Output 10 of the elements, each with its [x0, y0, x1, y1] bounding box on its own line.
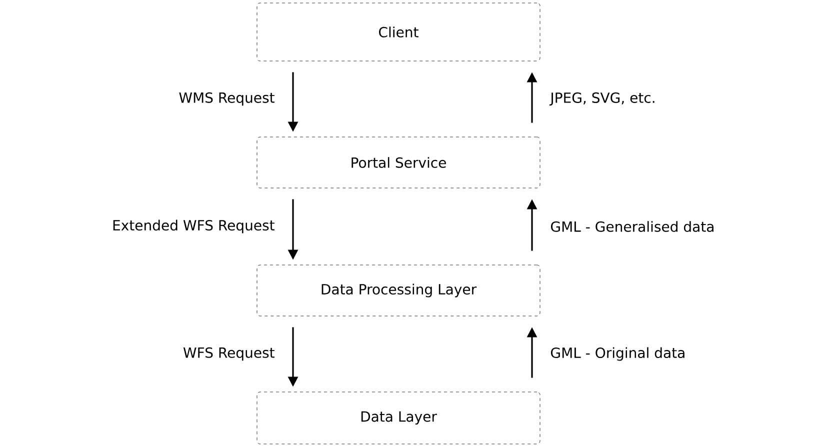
- layer-box: Client: [256, 2, 540, 62]
- layer-box: Portal Service: [256, 136, 540, 188]
- layer-box: Data Layer: [256, 392, 540, 444]
- layer-box: Data Processing Layer: [256, 264, 540, 316]
- edge-label: JPEG, SVG, etc.: [549, 92, 654, 106]
- edge-label: GML - Generalised data: [551, 221, 714, 232]
- edge-label: WFS Request: [183, 347, 274, 361]
- edge-label: Extended WFS Request: [113, 220, 274, 234]
- edge-label: GML - Original data: [551, 347, 684, 361]
- edge-label: WMS Request: [179, 92, 274, 106]
